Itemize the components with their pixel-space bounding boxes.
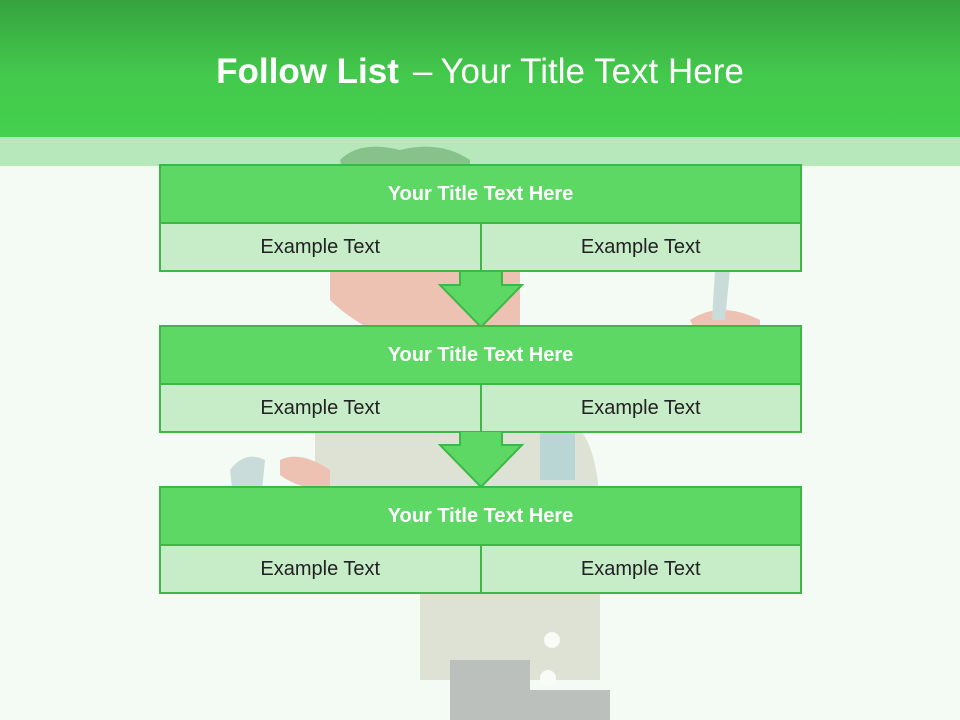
list-block-2: Your Title Text Here Example Text Exampl…: [159, 325, 802, 433]
block-cell-right: Example Text: [479, 546, 801, 592]
slide-title: Follow List–Your Title Text Here: [0, 52, 960, 92]
block-title: Your Title Text Here: [161, 327, 800, 385]
list-block-3: Your Title Text Here Example Text Exampl…: [159, 486, 802, 594]
list-block-1: Your Title Text Here Example Text Exampl…: [159, 164, 802, 272]
block-row: Example Text Example Text: [161, 224, 800, 270]
block-cell-right: Example Text: [479, 385, 801, 431]
block-cell-left: Example Text: [260, 396, 381, 419]
block-row: Example Text Example Text: [161, 546, 800, 592]
block-row: Example Text Example Text: [161, 385, 800, 431]
slide-title-rest: Your Title Text Here: [440, 52, 744, 91]
block-title: Your Title Text Here: [161, 488, 800, 546]
slide-header: [0, 0, 960, 137]
block-title: Your Title Text Here: [161, 166, 800, 224]
down-arrow-icon: [438, 431, 524, 489]
slide-title-separator: –: [412, 52, 433, 91]
header-band: [0, 137, 960, 166]
block-cell-right: Example Text: [479, 224, 801, 270]
block-cell-left: Example Text: [260, 235, 381, 258]
down-arrow-icon: [438, 271, 524, 329]
block-cell-left: Example Text: [260, 557, 381, 580]
slide-title-bold: Follow List: [216, 52, 399, 91]
